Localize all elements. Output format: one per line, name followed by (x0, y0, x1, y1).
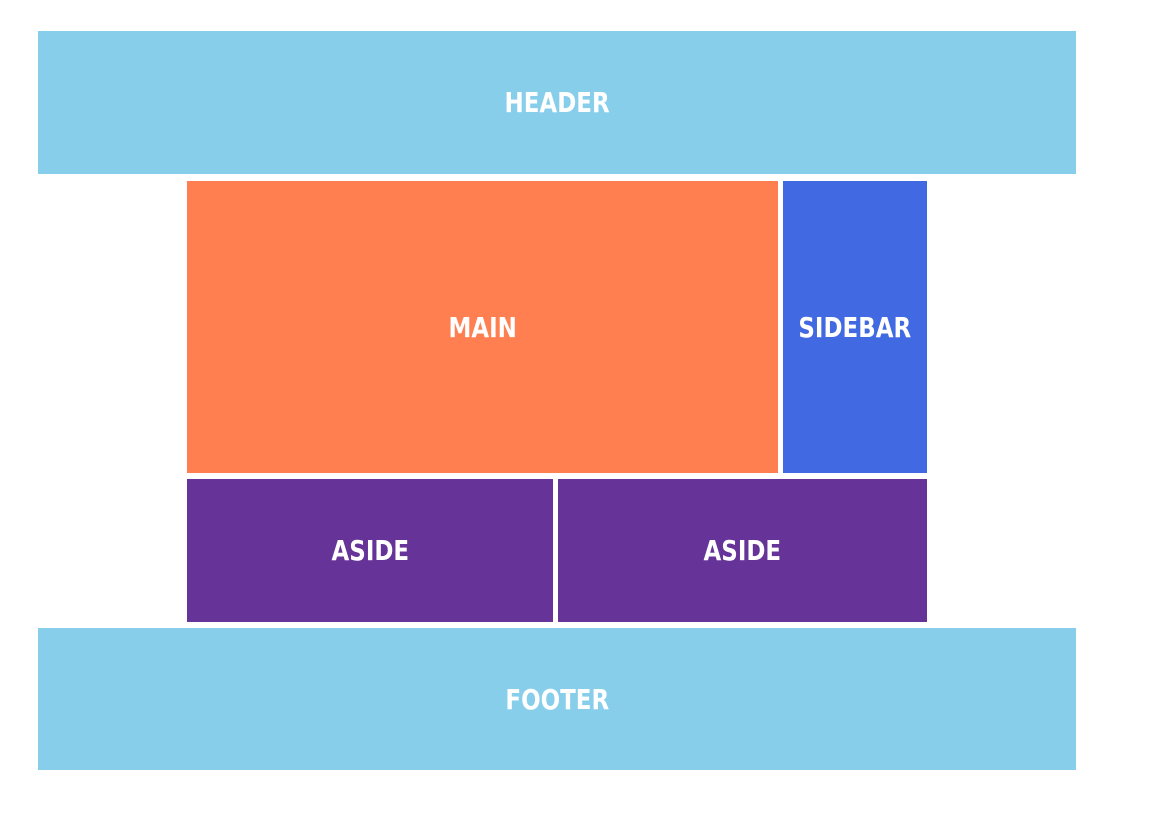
aside-left-block: ASIDE (187, 479, 553, 622)
sidebar-label: SIDEBAR (798, 310, 912, 344)
aside-right-block: ASIDE (558, 479, 927, 622)
main-label: MAIN (448, 310, 517, 344)
aside-left-label: ASIDE (331, 534, 409, 567)
main-block: MAIN (187, 181, 778, 473)
footer-label: FOOTER (505, 682, 609, 716)
header-label: HEADER (504, 86, 610, 119)
aside-right-label: ASIDE (703, 534, 782, 567)
sidebar-block: SIDEBAR (783, 181, 927, 473)
header-block: HEADER (38, 31, 1076, 174)
footer-block: FOOTER (38, 628, 1076, 770)
